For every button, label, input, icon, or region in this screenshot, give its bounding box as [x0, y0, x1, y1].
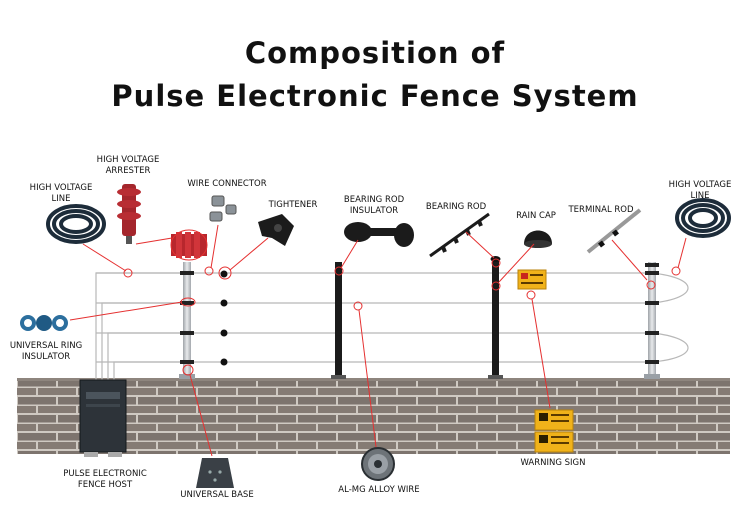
- high-voltage-line-left-icon: [46, 204, 106, 244]
- label-terminal-rod: TERMINAL ROD: [567, 205, 634, 215]
- leader-lines: [69, 224, 687, 457]
- label-alloy-wire: AL-MG ALLOY WIRE: [338, 485, 419, 495]
- brick-wall: [17, 378, 730, 454]
- post-right-black: [488, 256, 503, 379]
- terminal-rod-icon: [586, 208, 642, 254]
- title-line-1: Composition of: [244, 36, 506, 70]
- label-bearing-rod: BEARING ROD: [426, 202, 487, 212]
- bearing-rod-icon: [429, 212, 490, 258]
- high-voltage-arrester-icon: [117, 184, 141, 244]
- universal-ring-insulator-icon: [20, 315, 68, 331]
- title-line-2: Pulse Electronic Fence System: [111, 79, 639, 113]
- fence-host-box: [79, 379, 127, 457]
- warning-sign-on-fence-icon: [517, 269, 547, 290]
- terminal-post-gray: [644, 262, 660, 379]
- rain-cap-icon: [524, 230, 552, 248]
- arrester-on-post-icon: [171, 232, 207, 258]
- post-left-gray: [179, 262, 195, 379]
- universal-base-icon: [196, 458, 234, 488]
- label-wire-connector: WIRE CONNECTOR: [187, 179, 266, 189]
- warning-sign-icon: [534, 409, 574, 453]
- alloy-wire-spool-icon: [361, 447, 395, 481]
- wire-connector-icon: [209, 195, 237, 222]
- connector-markers: [220, 270, 228, 366]
- label-rain-cap: RAIN CAP: [516, 211, 556, 221]
- label-universal-base: UNIVERSAL BASE: [180, 490, 253, 500]
- tightener-icon: [258, 214, 294, 246]
- label-tightener: TIGHTENER: [268, 200, 318, 210]
- bearing-rod-insulator-icon: [344, 222, 414, 247]
- label-warning-sign: WARNING SIGN: [520, 458, 585, 468]
- high-voltage-line-right-icon: [675, 198, 731, 238]
